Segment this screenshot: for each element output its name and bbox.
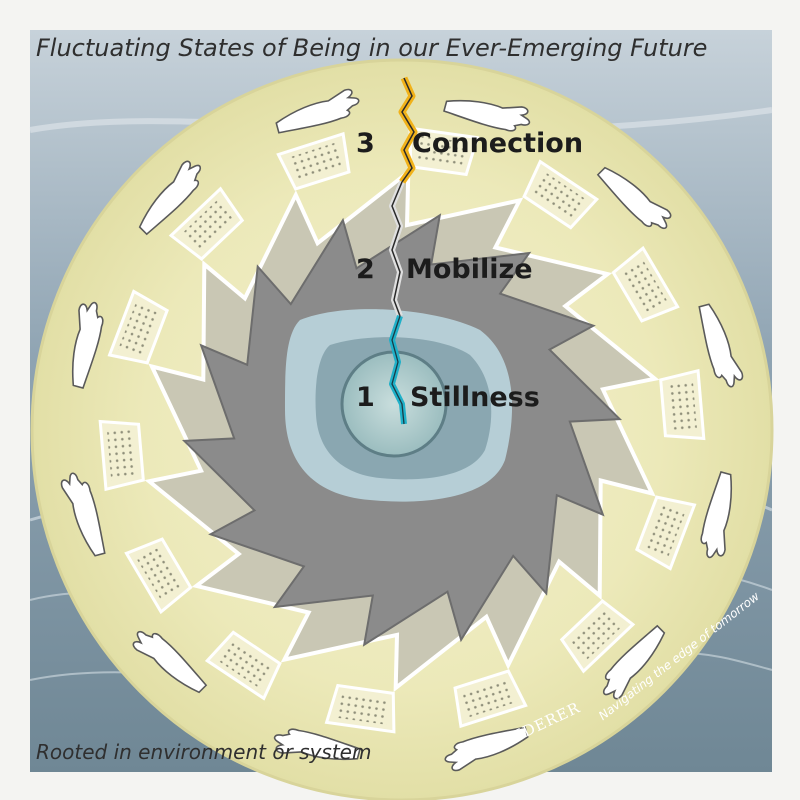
level-1-label: Stillness	[410, 382, 540, 413]
dotted-panel-icon	[327, 685, 400, 732]
level-3-label: Connection	[412, 128, 583, 159]
page-title: Fluctuating States of Being in our Ever-…	[36, 34, 776, 62]
dotted-panel-icon	[100, 418, 144, 489]
dotted-panel-icon	[660, 371, 704, 442]
level-3-number: 3	[356, 128, 375, 159]
footer-caption: Rooted in environment or system	[36, 740, 371, 764]
level-2-number: 2	[356, 254, 375, 285]
level-1-number: 1	[356, 382, 375, 413]
level-2-label: Mobilize	[406, 254, 533, 285]
